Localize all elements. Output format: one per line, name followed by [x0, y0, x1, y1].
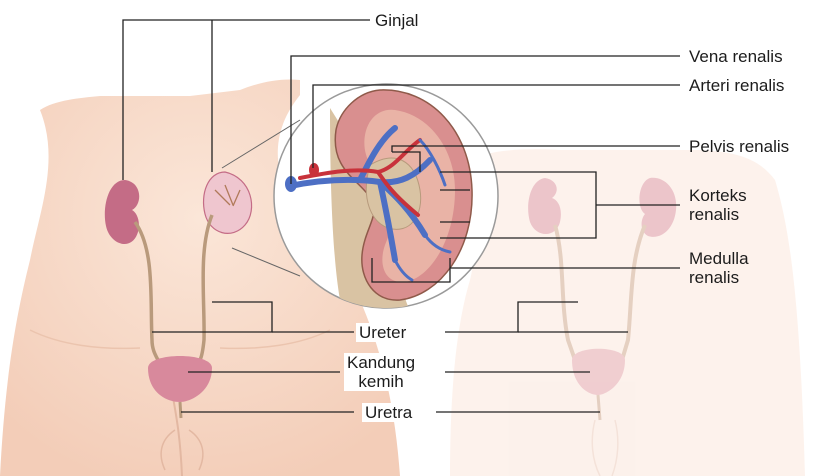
- male-torso: [450, 149, 805, 476]
- label-kandung-kemih-line-1: Kandung: [347, 353, 415, 372]
- label-vena-renalis: Vena renalis: [686, 47, 786, 66]
- label-uretra: Uretra: [362, 403, 415, 422]
- label-medulla-renalis-line-1: Medulla: [689, 249, 749, 268]
- label-medulla-renalis: Medulla renalis: [686, 249, 752, 287]
- label-ureter: Ureter: [356, 323, 409, 342]
- label-kandung-kemih: Kandung kemih: [344, 353, 418, 391]
- label-pelvis-renalis: Pelvis renalis: [686, 137, 792, 156]
- label-ginjal: Ginjal: [372, 11, 421, 30]
- label-korteks-renalis: Korteks renalis: [686, 186, 750, 224]
- label-arteri-renalis: Arteri renalis: [686, 76, 787, 95]
- label-korteks-renalis-line-1: Korteks: [689, 186, 747, 205]
- label-kandung-kemih-line-2: kemih: [347, 372, 415, 391]
- label-medulla-renalis-line-2: renalis: [689, 268, 749, 287]
- label-korteks-renalis-line-2: renalis: [689, 205, 747, 224]
